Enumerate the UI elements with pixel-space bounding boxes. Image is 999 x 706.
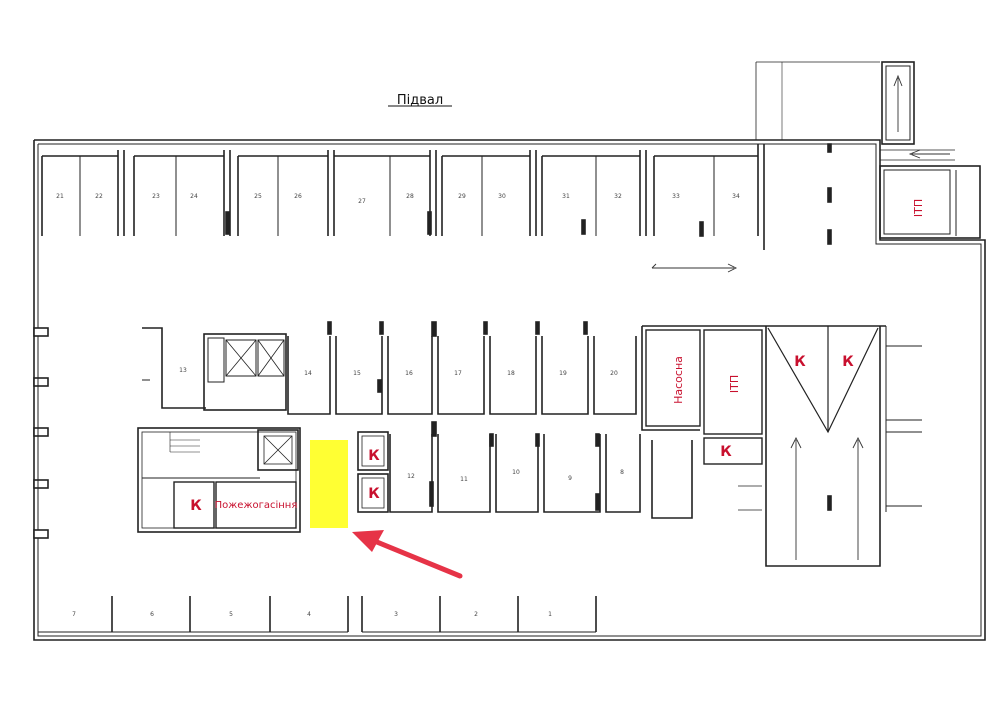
parking-number: 13 — [179, 367, 187, 374]
parking-number: 22 — [95, 193, 103, 200]
parking-number: 10 — [512, 469, 520, 476]
parking-number: 6 — [150, 611, 154, 618]
room-label-storage-4: К — [720, 444, 732, 460]
room-label-fire: Пожежогасіння — [215, 499, 298, 511]
parking-number: 33 — [672, 193, 680, 200]
parking-number: 2 — [474, 611, 478, 618]
parking-number: 11 — [460, 476, 468, 483]
parking-number: 28 — [406, 193, 414, 200]
parking-number: 5 — [229, 611, 233, 618]
parking-number: 18 — [507, 370, 515, 377]
parking-number: 24 — [190, 193, 198, 200]
room-label-storage-2: К — [368, 448, 380, 464]
parking-number: 20 — [610, 370, 618, 377]
parking-number: 14 — [304, 370, 312, 377]
parking-number: 15 — [353, 370, 361, 377]
parking-number: 31 — [562, 193, 570, 200]
highlighted-space — [310, 440, 348, 528]
room-label-storage-3: К — [368, 486, 380, 502]
parking-number: 9 — [568, 475, 572, 482]
parking-number: 21 — [56, 193, 64, 200]
parking-number: 8 — [620, 469, 624, 476]
red-pointer-arrow — [352, 530, 463, 579]
parking-number: 7 — [72, 611, 76, 618]
traffic-arrows — [651, 74, 950, 560]
parking-number: 4 — [307, 611, 311, 618]
room-label-itp-top: ІТП — [912, 199, 925, 217]
parking-numbers-bottom: 7 6 5 4 3 2 1 — [72, 611, 552, 618]
parking-number: 25 — [254, 193, 262, 200]
room-label-storage-6: К — [842, 354, 854, 370]
parking-number: 32 — [614, 193, 622, 200]
floor-title: Підвал — [397, 93, 443, 108]
room-label-storage-5: К — [794, 354, 806, 370]
parking-number: 29 — [458, 193, 466, 200]
parking-number: 1 — [548, 611, 552, 618]
parking-number: 30 — [498, 193, 506, 200]
room-label-pump: Насосна — [672, 356, 685, 404]
parking-number: 17 — [454, 370, 462, 377]
parking-number: 19 — [559, 370, 567, 377]
walls — [33, 61, 986, 641]
parking-number: 23 — [152, 193, 160, 200]
parking-numbers-mid-lower: 12 11 10 9 8 — [407, 469, 624, 483]
parking-numbers-top: 21 22 23 24 25 26 27 28 29 30 31 32 33 3… — [56, 193, 740, 205]
parking-numbers-mid-upper: 13 14 15 16 17 18 19 20 — [179, 367, 618, 377]
parking-number: 26 — [294, 193, 302, 200]
parking-number: 12 — [407, 473, 415, 480]
room-label-storage-1: К — [190, 498, 202, 514]
room-label-itp: ІТП — [728, 375, 741, 393]
parking-number: 3 — [394, 611, 398, 618]
parking-number: 34 — [732, 193, 740, 200]
parking-number: 16 — [405, 370, 413, 377]
parking-number: 27 — [358, 198, 366, 205]
